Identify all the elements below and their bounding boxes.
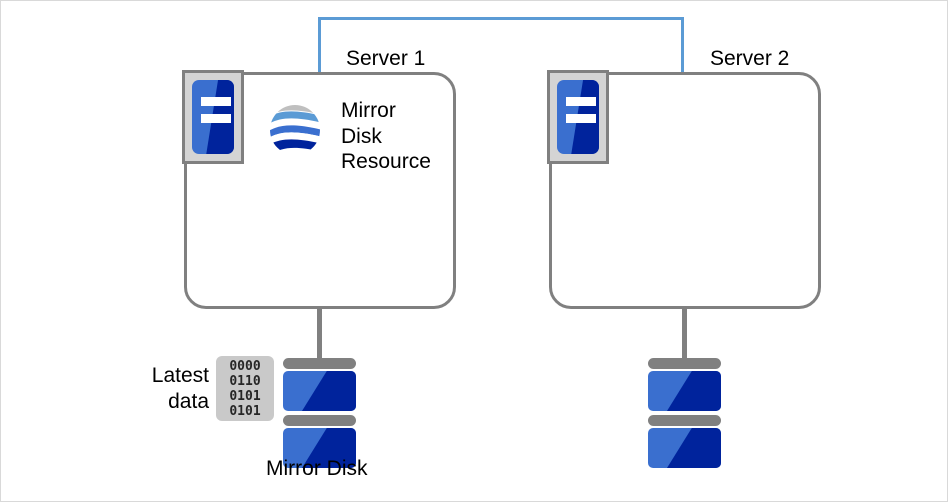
binary-row: 0101 (229, 389, 261, 405)
disk-cap-middle (283, 415, 356, 426)
binary-row: 0101 (229, 404, 261, 420)
server-icon-slot-bottom (201, 114, 231, 123)
disk-platter-shading (666, 371, 721, 411)
server-2-box (549, 72, 821, 309)
server-icon-slot-top (566, 97, 596, 106)
binary-row: 0000 (229, 359, 261, 374)
server-icon (547, 70, 609, 164)
globe-icon (270, 105, 320, 155)
mdr-label-line-1: Mirror (341, 99, 396, 122)
latest-data-binary-block: 0000 0110 0101 0101 (216, 356, 274, 421)
interconnect-line-right (681, 17, 684, 73)
mirror-disk-label: Mirror Disk (266, 457, 368, 480)
interconnect-line-left (318, 17, 321, 73)
interconnect-line-top (318, 17, 684, 20)
disk-platter-lower (283, 428, 356, 468)
disk-cap-top (283, 358, 356, 369)
server-icon-slot-top (201, 97, 231, 106)
disk-cap-middle (648, 415, 721, 426)
server-2-disk-connector (682, 309, 687, 361)
latest-data-line-2: data (168, 389, 209, 413)
disk-stack-icon (648, 358, 721, 468)
mirror-disk-resource-label: Mirror Disk Resource (341, 98, 431, 175)
latest-data-line-1: Latest (151, 364, 209, 387)
server-2-label: Server 2 (710, 47, 790, 70)
mdr-label-line-2: Disk (341, 124, 382, 148)
binary-row: 0110 (229, 374, 261, 390)
disk-stack-icon (283, 358, 356, 468)
disk-cap-top (648, 358, 721, 369)
server-1-label: Server 1 (346, 47, 426, 70)
disk-platter-shading (301, 371, 356, 411)
binary-rows: 0000 0110 0101 0101 (216, 359, 274, 419)
server-icon-chassis (192, 80, 234, 154)
server-icon-chassis (557, 80, 599, 154)
disk-platter-upper (648, 371, 721, 411)
disk-platter-upper (283, 371, 356, 411)
mdr-label-line-3: Resource (341, 150, 431, 174)
latest-data-label: Latest data (119, 363, 209, 414)
disk-platter-shading (666, 428, 721, 468)
server-icon (182, 70, 244, 164)
disk-platter-lower (648, 428, 721, 468)
server-1-disk-connector (317, 309, 322, 361)
server-icon-slot-bottom (566, 114, 596, 123)
